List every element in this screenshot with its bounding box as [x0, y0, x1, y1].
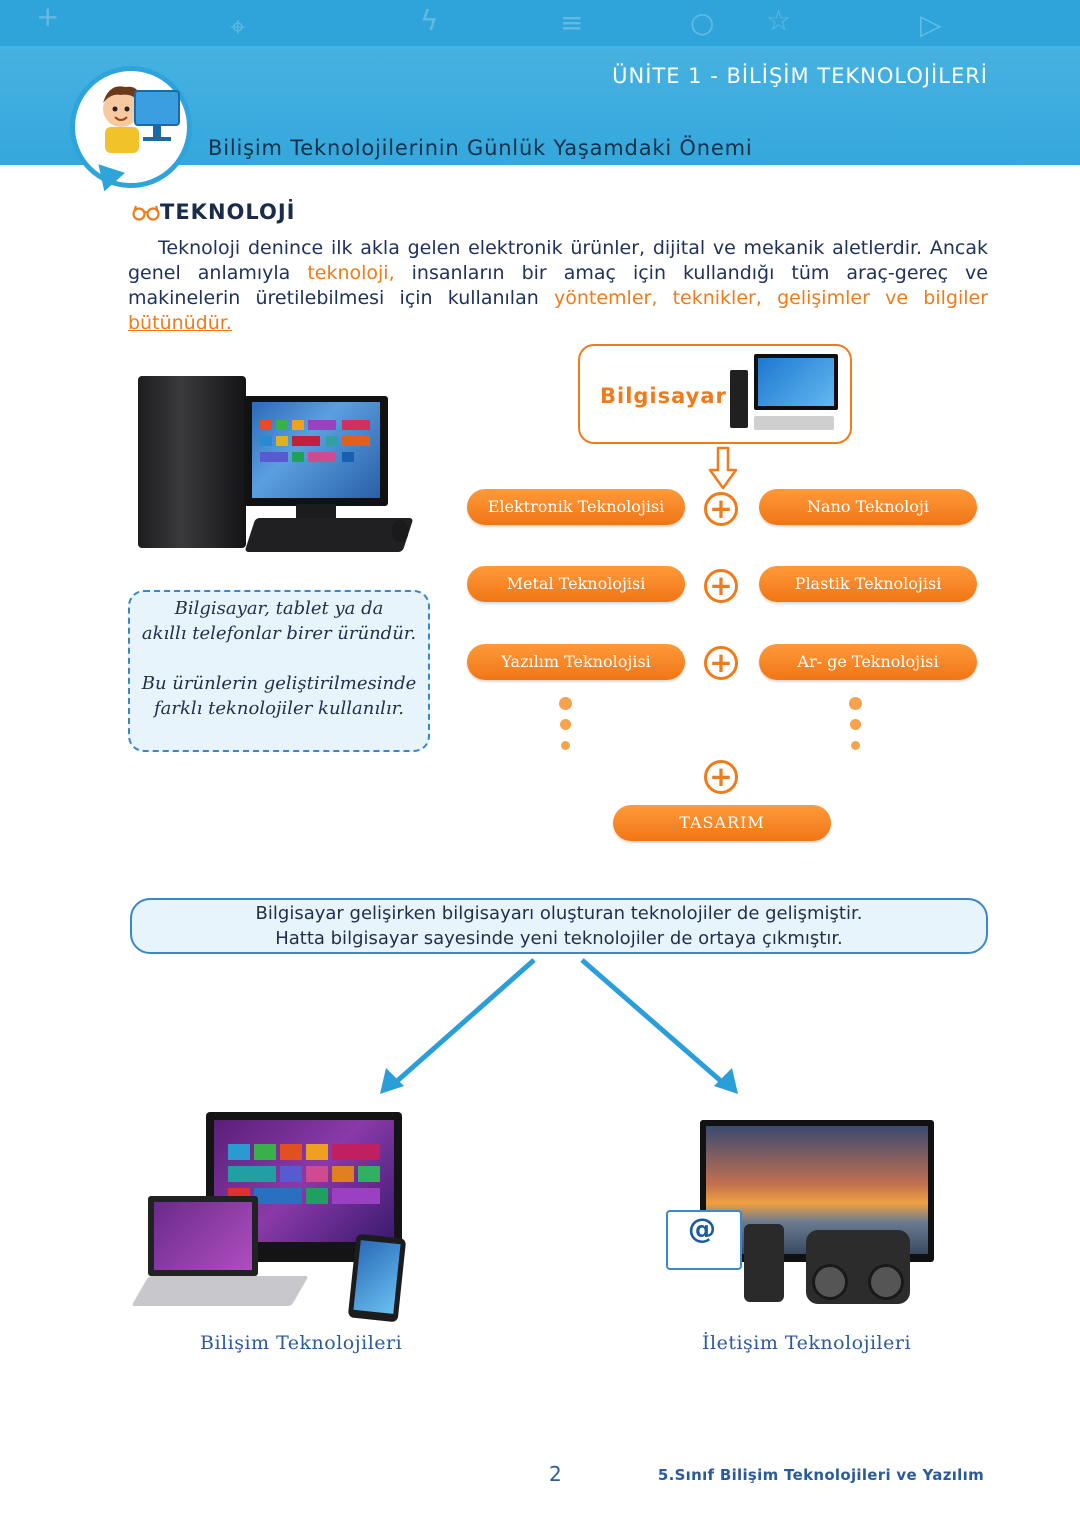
boy-with-computer-icon	[103, 86, 180, 153]
intro-text: Teknoloji denince ilk akla gelen elektro…	[128, 237, 988, 284]
ellipsis-dot	[561, 741, 570, 750]
mini-tower-icon	[730, 370, 748, 428]
email-envelope-icon	[666, 1210, 742, 1270]
pill-nano-technology: Nano Teknoloji	[759, 489, 977, 525]
circle-icon: ○	[690, 6, 715, 39]
ellipsis-dot	[559, 697, 572, 710]
section-subtitle: Bilişim Teknolojilerinin Günlük Yaşamdak…	[208, 136, 753, 160]
plus-icon: +	[704, 492, 738, 526]
mini-keyboard-icon	[754, 416, 834, 430]
pill-design: TASARIM	[613, 805, 831, 841]
ellipsis-dot	[851, 741, 860, 750]
desktop-tower-image	[138, 376, 246, 548]
right-arrow-head	[714, 1068, 738, 1094]
note-line: farklı teknolojiler kullanılır.	[154, 698, 404, 719]
pill-electronics-technology: Elektronik Teknolojisi	[467, 489, 685, 525]
menu-lines-icon: ≡	[560, 6, 584, 39]
monitor-screen	[252, 402, 380, 498]
play-icon: ▷	[920, 8, 942, 41]
statement-line: Bilgisayar gelişirken bilgisayarı oluştu…	[255, 903, 863, 924]
info-note: Bilgisayar, tablet ya da akıllı telefonl…	[128, 590, 430, 752]
plus-icon: +	[704, 646, 738, 680]
highlight-term-underlined: bütünüdür.	[128, 312, 232, 334]
pill-rnd-technology: Ar- ge Teknolojisi	[759, 644, 977, 680]
section-heading: TEKNOLOJİ	[160, 200, 296, 224]
mouse-image	[392, 520, 408, 542]
statement-line: Hatta bilgisayar sayesinde yeni teknoloj…	[275, 928, 843, 949]
footer-book-title: 5.Sınıf Bilişim Teknolojileri ve Yazılım	[657, 1466, 984, 1484]
tablet-screen	[353, 1240, 401, 1314]
left-arrow-head	[380, 1068, 404, 1094]
plus-icon: +	[704, 569, 738, 603]
speaker-icon	[868, 1264, 904, 1300]
ellipsis-dot	[560, 719, 571, 730]
intro-paragraph: Teknoloji denince ilk akla gelen elektro…	[128, 236, 988, 336]
star-icon: ☆	[766, 4, 792, 37]
header-top-strip: + ⌖ ϟ ≡ ○ ☆ ▷	[0, 0, 1080, 46]
unit-title: ÜNİTE 1 - BİLİŞİM TEKNOLOJİLERİ	[612, 64, 988, 88]
right-arrow-line	[580, 958, 724, 1084]
laptop-keyboard-base	[131, 1276, 309, 1306]
keyboard-image	[244, 518, 414, 552]
computer-box-label: Bilgisayar	[600, 384, 727, 408]
plus-icon: +	[36, 0, 60, 33]
page-number: 2	[549, 1462, 562, 1486]
mini-screen	[758, 358, 834, 406]
ellipsis-dot	[849, 697, 862, 710]
glasses-icon	[132, 203, 160, 226]
lightning-icon: ϟ	[420, 4, 439, 37]
cordless-phone-image	[744, 1224, 784, 1302]
speaker-icon	[812, 1264, 848, 1300]
monitor-stand	[296, 504, 336, 522]
down-arrow-icon	[708, 446, 738, 490]
mascot-avatar	[70, 66, 192, 188]
pill-metal-technology: Metal Teknolojisi	[467, 566, 685, 602]
information-technologies-label: Bilişim Teknolojileri	[200, 1332, 403, 1354]
pill-software-technology: Yazılım Teknolojisi	[467, 644, 685, 680]
left-arrow-line	[394, 958, 536, 1084]
location-pin-icon: ⌖	[230, 10, 246, 43]
plus-icon: +	[704, 760, 738, 794]
laptop-screen	[154, 1202, 252, 1270]
note-line: Bilgisayar, tablet ya da	[174, 598, 384, 619]
branch-arrows	[380, 958, 738, 1094]
intro-text: insanların bir amaç için kullandığı tüm …	[128, 262, 988, 309]
statement-box: Bilgisayar gelişirken bilgisayarı oluştu…	[130, 898, 988, 954]
highlight-term: teknoloji,	[307, 262, 395, 284]
radio-cd-player-image	[806, 1230, 910, 1304]
ellipsis-dot	[850, 719, 861, 730]
pill-plastic-technology: Plastik Teknolojisi	[759, 566, 977, 602]
note-line: Bu ürünlerin geliştirilmesinde	[141, 673, 417, 694]
at-sign-icon: @	[688, 1212, 716, 1245]
highlight-term: yöntemler, teknikler, gelişimler ve bilg…	[553, 287, 988, 309]
communication-technologies-label: İletişim Teknolojileri	[702, 1332, 912, 1354]
note-line: akıllı telefonlar birer üründür.	[141, 623, 417, 644]
